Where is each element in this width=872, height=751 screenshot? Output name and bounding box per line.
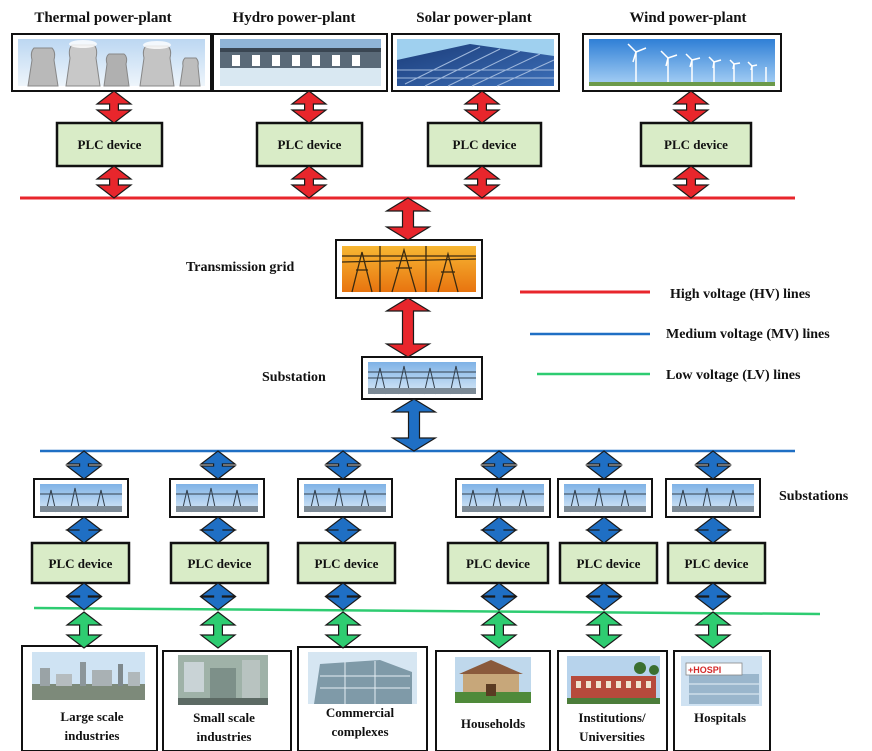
- consumer-commercial-complexes: Commercial complexes: [297, 646, 428, 751]
- plc-label: PLC device: [466, 556, 530, 571]
- arrow-plc-to-lv-bus-4: [480, 582, 518, 611]
- transmission-grid-image: [335, 239, 483, 299]
- plc-device-consumer-1: PLC device: [30, 541, 131, 585]
- substation-2: [169, 478, 265, 518]
- arrow-substation-to-mv-bus: [390, 398, 438, 452]
- plc-label: PLC device: [685, 556, 749, 571]
- legend-hv-label: High voltage (HV) lines: [670, 287, 811, 302]
- arrow-mv-bus-to-substation-2: [199, 450, 237, 480]
- plc-device-wind: PLC device: [639, 121, 753, 168]
- transmission-grid-label: Transmission grid: [186, 260, 294, 275]
- consumer-label-1: Large scale: [60, 709, 123, 724]
- arrow-substation-to-plc-2: [199, 516, 237, 544]
- solar-plant-image: [391, 33, 560, 92]
- plant-label-thermal: Thermal power-plant: [34, 10, 171, 26]
- arrow-thermal-plc-to-hv-bus: [95, 165, 133, 199]
- plc-label: PLC device: [453, 137, 517, 152]
- plc-label: PLC device: [188, 556, 252, 571]
- wind-plant-image: [582, 33, 782, 92]
- consumer-label-5: Institutions/: [578, 710, 646, 725]
- arrow-lv-bus-to-consumer-1: [65, 611, 103, 649]
- arrow-lv-bus-to-consumer-6: [694, 611, 732, 649]
- arrow-plc-to-lv-bus-1: [65, 582, 103, 611]
- plc-device-thermal: PLC device: [55, 121, 164, 168]
- substation-3: [297, 478, 393, 518]
- arrow-substation-to-plc-1: [65, 516, 103, 544]
- arrow-lv-bus-to-consumer-5: [585, 611, 623, 649]
- substation-4: [455, 478, 551, 518]
- arrow-mv-bus-to-substation-4: [480, 450, 518, 480]
- consumer-institutions-universities: Institutions/ Universities: [557, 650, 668, 751]
- arrow-hv-bus-to-transmission-grid: [384, 197, 432, 241]
- hydro-plant-image: [212, 33, 388, 92]
- consumer-hospitals: +HOSPI Hospitals: [673, 650, 771, 751]
- plc-label: PLC device: [278, 137, 342, 152]
- connection-arrows: [65, 90, 732, 649]
- plc-device-hydro: PLC device: [255, 121, 364, 168]
- arrow-solar-plc-to-hv-bus: [463, 165, 501, 199]
- thermal-plant-image: [11, 33, 212, 92]
- substation-5: [557, 478, 653, 518]
- arrow-wind-plc-to-hv-bus: [672, 165, 710, 199]
- legend-lv-label: Low voltage (LV) lines: [666, 368, 801, 383]
- plc-label: PLC device: [49, 556, 113, 571]
- arrow-plc-to-lv-bus-5: [585, 582, 623, 611]
- arrow-lv-bus-to-consumer-4: [480, 611, 518, 649]
- arrow-hydro-plc-to-hv-bus: [290, 165, 328, 199]
- arrow-plc-to-lv-bus-3: [324, 582, 362, 611]
- plant-label-wind: Wind power-plant: [629, 10, 746, 26]
- arrow-lv-bus-to-consumer-3: [324, 611, 362, 649]
- consumer-large-scale-industries: Large scale industries: [21, 645, 158, 751]
- arrow-lv-bus-to-consumer-2: [199, 611, 237, 649]
- plc-device-consumer-3: PLC device: [296, 541, 397, 585]
- plc-device-consumer-2: PLC device: [169, 541, 270, 585]
- arrow-mv-bus-to-substation-3: [324, 450, 362, 480]
- plc-label: PLC device: [577, 556, 641, 571]
- arrow-hydro-plant-to-plc: [290, 90, 328, 124]
- plc-device-consumer-6: PLC device: [666, 541, 767, 585]
- consumer-label-3: Commercial: [326, 705, 395, 720]
- arrow-wind-plant-to-plc: [672, 90, 710, 124]
- substation-image: [361, 356, 483, 400]
- arrow-substation-to-plc-3: [324, 516, 362, 544]
- plant-label-hydro: Hydro power-plant: [233, 10, 356, 26]
- plc-label: PLC device: [315, 556, 379, 571]
- consumer-households: Households: [435, 650, 551, 751]
- consumer-label-4: Households: [461, 716, 525, 731]
- arrow-transmission-grid-to-substation: [384, 297, 432, 358]
- plant-label-solar: Solar power-plant: [416, 10, 531, 26]
- consumer-label-6: Hospitals: [694, 710, 746, 725]
- lv-bus-line: [33, 606, 821, 616]
- arrow-plc-to-lv-bus-2: [199, 582, 237, 611]
- consumer-sublabel-5: Universities: [579, 729, 645, 744]
- consumer-sublabel-2: industries: [197, 729, 252, 744]
- legend: High voltage (HV) lines Medium voltage (…: [520, 287, 830, 383]
- consumer-sublabel-1: industries: [65, 728, 120, 743]
- consumer-label-2: Small scale: [193, 710, 255, 725]
- plc-device-consumer-4: PLC device: [446, 541, 550, 585]
- arrow-mv-bus-to-substation-1: [65, 450, 103, 480]
- substation-label: Substation: [262, 370, 326, 385]
- hospital-sign-text: +HOSPI: [688, 665, 721, 675]
- arrow-substation-to-plc-6: [694, 516, 732, 544]
- arrow-thermal-plant-to-plc: [95, 90, 133, 124]
- arrow-mv-bus-to-substation-5: [585, 450, 623, 480]
- arrow-mv-bus-to-substation-6: [694, 450, 732, 480]
- plc-label: PLC device: [78, 137, 142, 152]
- arrow-solar-plant-to-plc: [463, 90, 501, 124]
- consumer-small-scale-industries: Small scale industries: [162, 650, 292, 751]
- substation-1: [33, 478, 129, 518]
- plc-device-consumer-5: PLC device: [558, 541, 659, 585]
- substation-6: [665, 478, 761, 518]
- substations-label: Substations: [779, 489, 849, 504]
- arrow-substation-to-plc-5: [585, 516, 623, 544]
- arrow-plc-to-lv-bus-6: [694, 582, 732, 611]
- legend-mv-label: Medium voltage (MV) lines: [666, 327, 830, 342]
- plc-label: PLC device: [664, 137, 728, 152]
- arrow-substation-to-plc-4: [480, 516, 518, 544]
- consumer-sublabel-3: complexes: [331, 724, 388, 739]
- plc-device-solar: PLC device: [426, 121, 543, 168]
